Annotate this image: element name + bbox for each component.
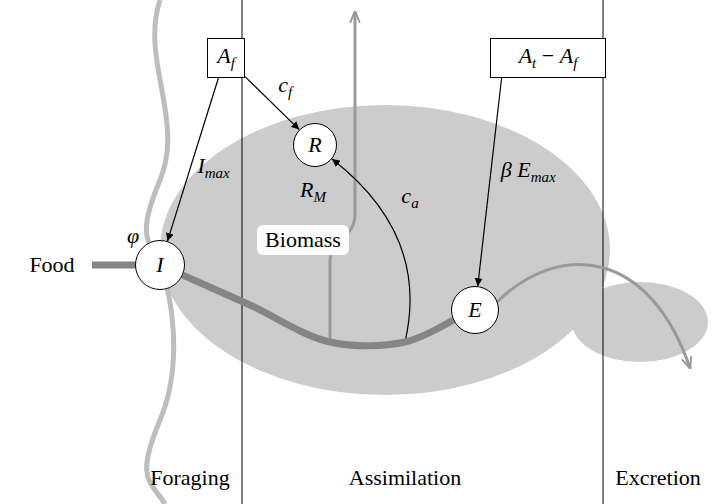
symbol-subscript: t [532,55,536,71]
space [536,43,542,68]
node-text: R [308,132,321,157]
symbol-subscript: max [205,165,230,181]
symbol-part: φ [127,223,139,248]
symbol-part: I [156,252,163,277]
node-text: E [468,297,481,322]
symbol-subscript: a [411,195,419,211]
node-text: At − Af [519,43,578,72]
variable-box: At − Af [490,38,606,78]
symbol-subscript: f [573,55,577,71]
symbol-base: E [517,157,530,182]
symbol-part: − [542,43,554,68]
symbol-base: c [401,183,411,208]
gut-path [183,275,453,346]
symbol-subscript: M [313,189,326,205]
control-arrow [167,78,218,241]
input-label: Food [29,252,74,277]
excretion-flow [497,264,690,368]
symbol-subscript: max [531,169,556,185]
variable-box: Af [207,38,245,78]
node-text: Af [217,43,235,72]
symbol-label: RM [300,177,326,206]
flux-circle: I [135,240,185,290]
symbol-base: A [560,43,573,68]
symbol-part: R [308,132,321,157]
symbol-base: I [197,153,204,178]
symbol-subscript: f [288,84,292,100]
symbol-base: A [217,43,230,68]
biomass-label: Biomass [257,225,349,254]
symbol-part: E [468,297,481,322]
control-arrow [478,78,502,286]
fish-body [160,105,610,395]
symbol-subscript: f [231,55,235,71]
symbol-label: φ [127,223,139,248]
column-title: Assimilation [349,465,461,490]
column-title: Foraging [150,465,229,490]
space [554,43,560,68]
control-arrow [245,77,299,130]
flow-label: β Emax [501,157,556,186]
symbol-base: R [300,177,313,202]
space [512,157,518,182]
node-text: I [156,252,163,277]
symbol-part: β [501,157,512,182]
symbol-base: A [519,43,532,68]
symbol-label: ca [401,183,418,212]
symbol-base: c [278,72,288,97]
respiration-flow [330,12,355,342]
flux-circle: R [293,123,337,167]
flow-label: cf [278,72,292,101]
column-title: Excretion [615,465,701,490]
flow-label: Imax [197,153,229,182]
flux-circle: E [451,286,499,334]
